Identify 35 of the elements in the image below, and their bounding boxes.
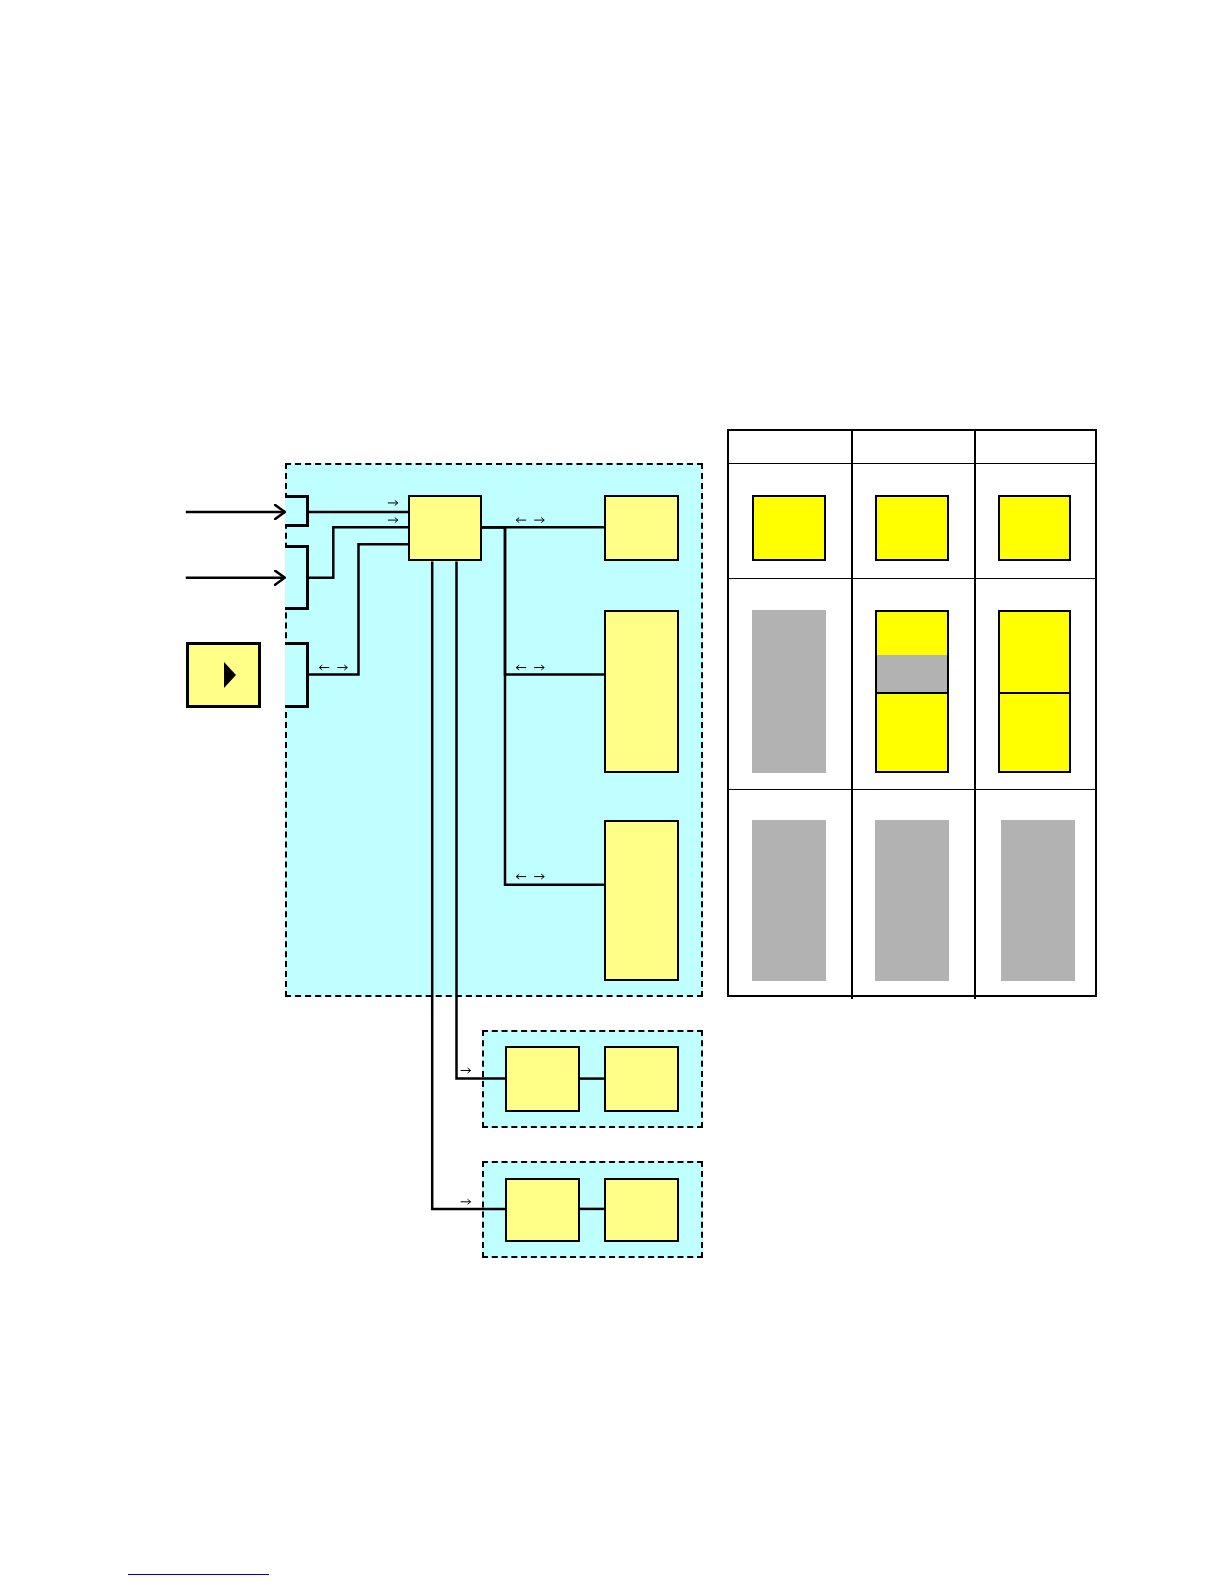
slot-box [874,494,950,562]
empty-slot [1000,820,1075,981]
connector-line [309,510,408,514]
process-box [603,494,679,562]
process-box [603,1177,679,1243]
play-box [185,642,261,708]
slot-box [997,494,1072,562]
split-slot-box [997,609,1072,773]
grid-table [727,429,1097,997]
connector-line [579,1207,604,1211]
connector-line [579,1077,604,1080]
port-box [284,642,309,708]
process-box [504,1046,580,1112]
port-box [284,494,309,528]
process-box [504,1177,580,1243]
empty-slot [752,820,827,981]
connector-line [309,525,408,579]
connector-line [430,561,505,1211]
slot-box [752,494,827,562]
split-slot-box [874,609,950,773]
empty-slot [874,820,950,981]
dashed-group-panel [481,1161,703,1259]
dashed-group-panel [481,1030,703,1129]
port-box [284,545,309,610]
empty-slot [752,609,827,773]
process-box [603,1046,679,1112]
process-box [603,820,679,981]
arrow [185,568,287,587]
process-box [603,609,679,773]
arrow [185,502,287,522]
dashed-group-panel [284,462,703,997]
process-box [408,494,482,562]
connector-line [309,543,408,676]
connector-line [481,525,604,886]
connector-line [455,561,505,1080]
